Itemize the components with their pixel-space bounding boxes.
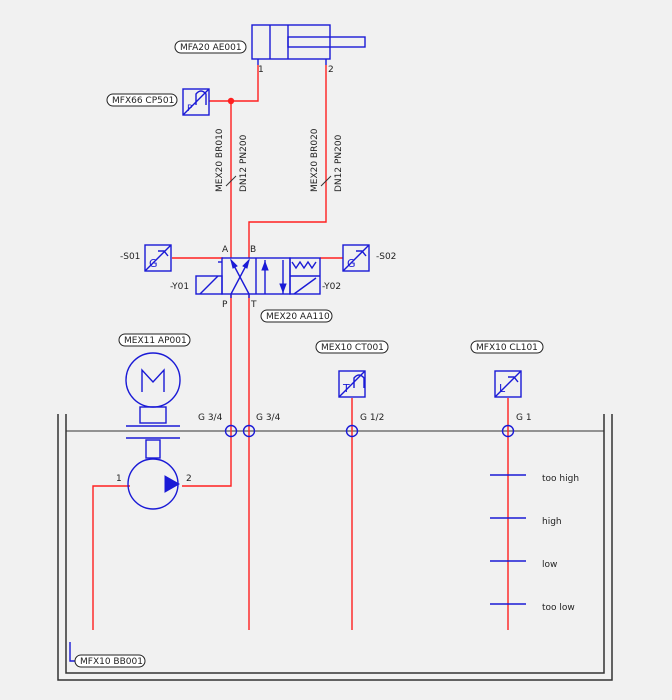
pipe-a-id: MEX20 BR010 — [215, 128, 225, 192]
connection-g3: G 1/2 — [360, 413, 384, 423]
cylinder-port-2: 2 — [328, 65, 334, 75]
valve-tag: MEX20 AA110 — [260, 309, 333, 323]
switch-s02: G -S02 — [342, 244, 396, 272]
connection-g1: G 3/4 — [198, 413, 223, 423]
cylinder-tag: MFA20 AE001 — [174, 40, 247, 54]
s01-letter: G — [149, 257, 158, 270]
motor-tag: MEX11 AP001 — [118, 333, 191, 347]
temp-letter: T — [342, 382, 350, 395]
temperature-sensor: T — [338, 370, 366, 398]
pump-port-1: 1 — [116, 474, 122, 484]
svg-text:MFX66 CP501: MFX66 CP501 — [112, 96, 174, 106]
tank-tag: MFX10 BB001 — [74, 654, 146, 668]
level-too-high: too high — [542, 474, 579, 484]
motor — [125, 352, 181, 459]
connection-g4: G 1 — [516, 413, 532, 423]
switch-s01-label: -S01 — [120, 252, 140, 262]
valve-port-t: T — [250, 300, 257, 310]
level-switch-tag: MFX10 CL101 — [470, 340, 544, 354]
solenoid-y02-label: -Y02 — [322, 282, 341, 292]
level-letter: L — [499, 382, 506, 395]
connection-g2: G 3/4 — [256, 413, 281, 423]
level-low: low — [542, 560, 557, 570]
cylinder: 1 2 — [251, 24, 366, 75]
hydraulic-lines — [92, 65, 509, 630]
valve-port-a: A — [222, 245, 229, 255]
pump: 1 2 — [116, 458, 192, 510]
tank-connections: G 3/4 G 3/4 G 1/2 G 1 — [198, 413, 532, 438]
level-too-low: too low — [542, 603, 575, 613]
pipe-a-dn: DN12 PN200 — [239, 134, 249, 192]
pipe-b-id: MEX20 BR020 — [310, 128, 320, 192]
svg-text:MFX10 BB001: MFX10 BB001 — [80, 657, 143, 667]
pipe-b-dn: DN12 PN200 — [334, 134, 344, 192]
svg-text:MEX10 CT001: MEX10 CT001 — [321, 343, 384, 353]
pump-port-2: 2 — [186, 474, 192, 484]
switch-s01: G -S01 — [120, 244, 172, 272]
pressure-sensor: P — [182, 88, 210, 116]
svg-text:MEX20 AA110: MEX20 AA110 — [266, 312, 330, 322]
level-switch: L — [494, 370, 522, 398]
pressure-letter: P — [187, 104, 193, 114]
cylinder-port-1: 1 — [258, 65, 264, 75]
solenoid-y01-label: -Y01 — [170, 282, 189, 292]
pressure-sensor-tag: MFX66 CP501 — [106, 93, 178, 107]
valve-port-p: P — [222, 300, 228, 310]
svg-text:MFA20 AE001: MFA20 AE001 — [180, 43, 242, 53]
svg-text:MFX10 CL101: MFX10 CL101 — [476, 343, 538, 353]
switch-s02-label: -S02 — [376, 252, 396, 262]
tank — [57, 414, 613, 681]
temp-sensor-tag: MEX10 CT001 — [315, 340, 389, 354]
svg-text:MEX11 AP001: MEX11 AP001 — [124, 336, 187, 346]
s02-letter: G — [347, 257, 356, 270]
directional-valve: A B P T -Y01 -Y02 — [170, 245, 341, 310]
junction-dot — [227, 97, 235, 105]
level-high: high — [542, 517, 562, 527]
valve-port-b: B — [250, 245, 256, 255]
level-marks: too high high low too low — [490, 474, 579, 613]
